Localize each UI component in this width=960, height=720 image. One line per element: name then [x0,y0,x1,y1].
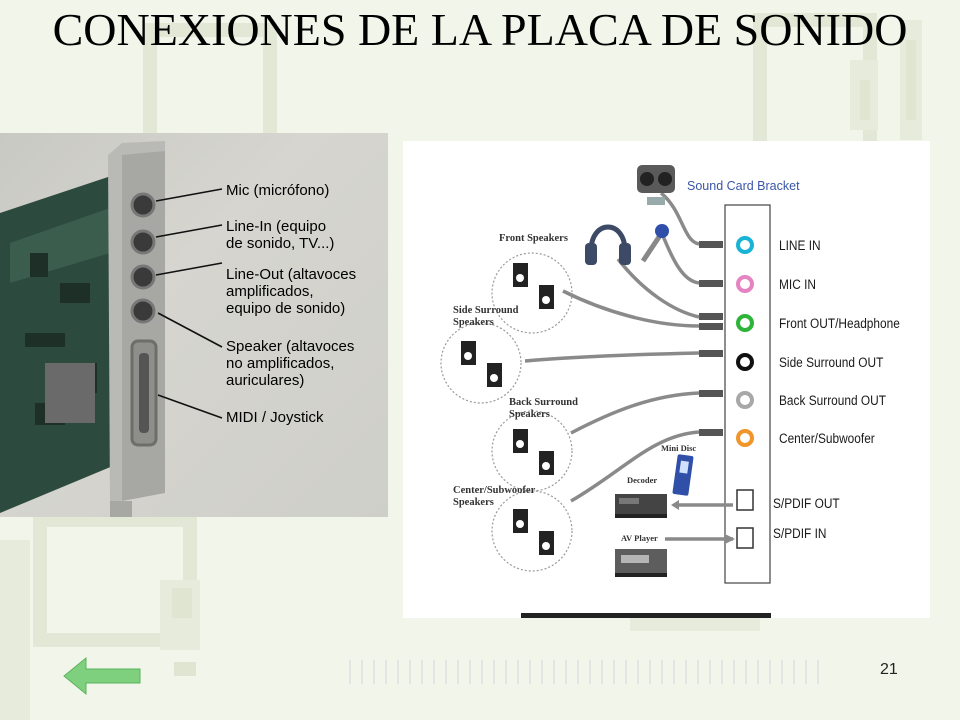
callout-mic: Mic (micrófono) [226,182,330,199]
callout-line-out: Line-Out (altavoces amplificados, equipo… [226,266,357,317]
callout-line-in: Line-In (equipo de sonido, TV...) [226,218,335,252]
port-label-line-in: LINE IN [779,238,821,253]
port-label-front-out: Front OUT/Headphone [779,316,900,331]
front-speakers-circle [491,252,573,334]
port-jack-front-out [736,314,754,332]
diagram-drawing [440,165,771,618]
label-center-sub-speakers: Center/Subwoofer Speakers [453,485,536,508]
port-jack-center-sub [736,429,754,447]
page-number: 21 [880,661,898,678]
headphones-icon [585,224,631,265]
microphone-icon [640,224,669,263]
av-player-icon [615,549,667,577]
port-jack-back-surround [736,391,754,409]
center-sub-circle [491,490,573,572]
port-jacks [736,236,754,447]
callout-speaker: Speaker (altavoces no amplificados, auri… [226,338,355,389]
label-back-surround-speakers: Back Surround Speakers [509,397,578,420]
port-jack-mic-in [736,275,754,293]
label-av-player: AV Player [621,533,658,543]
port-label-side-surround: Side Surround OUT [779,355,884,370]
sound-card-photo: Mic (micrófono) Line-In (equipo de sonid… [0,133,388,517]
mini-disc-icon [672,454,694,496]
left-arrow-icon [63,656,141,696]
slide-title: CONEXIONES DE LA PLACA DE SONIDO [52,4,908,55]
label-decoder: Decoder [627,475,658,485]
label-front-speakers: Front Speakers [499,233,568,244]
port-jack-line-in [736,236,754,254]
label-side-surround-speakers: Side Surround Speakers [453,305,519,328]
port-label-center-sub: Center/Subwoofer [779,431,875,446]
decoder-icon [615,494,667,518]
port-label-back-surround: Back Surround OUT [779,393,886,408]
boombox-icon [637,165,675,205]
side-surround-circle [440,322,522,404]
port-label-spdif-out: S/PDIF OUT [773,496,840,511]
port-label-mic-in: MIC IN [779,277,816,292]
bracket-title: Sound Card Bracket [687,179,800,193]
connection-diagram: Sound Card Bracket LINE IN MIC IN Front … [403,141,930,618]
sound-card-illustration [0,141,223,517]
label-mini-disc: Mini Disc [661,443,697,453]
back-surround-circle [491,410,573,492]
port-label-spdif-in: S/PDIF IN [773,526,827,541]
port-jack-side-surround [736,353,754,371]
callout-midi-joystick: MIDI / Joystick [226,409,324,426]
port-spdif-in [736,527,754,549]
port-spdif-out [736,489,754,511]
back-arrow-button[interactable] [62,655,142,697]
